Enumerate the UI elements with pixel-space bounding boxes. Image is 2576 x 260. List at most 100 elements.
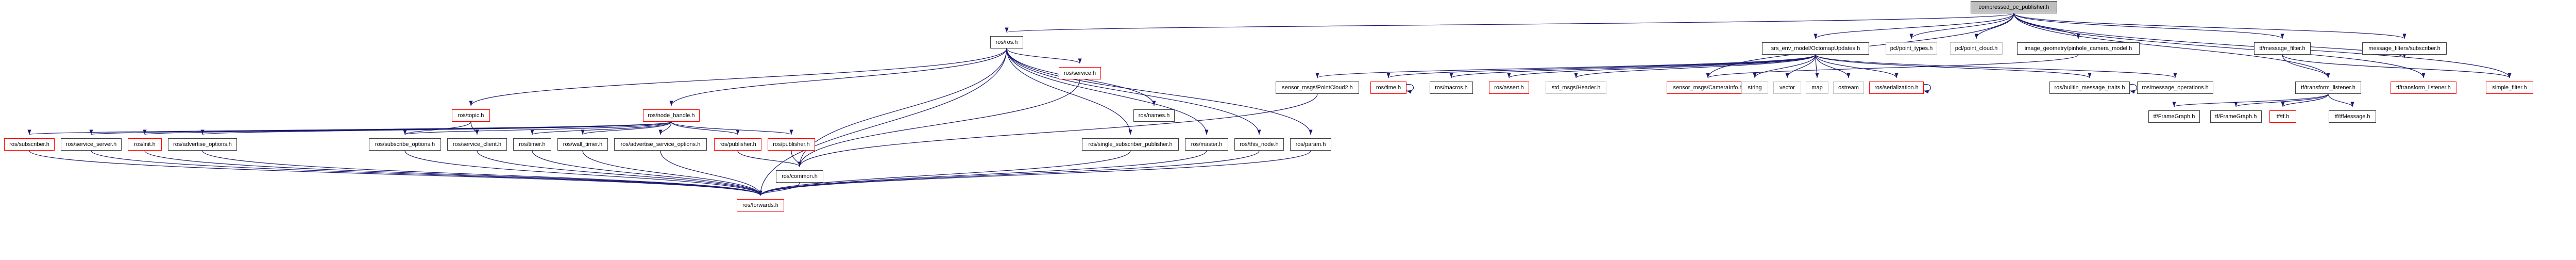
graph-node-ros-master-h[interactable]: ros/master.h: [1185, 138, 1228, 151]
graph-edge: [1706, 54, 2079, 78]
graph-node-ros-service-h[interactable]: ros/service.h: [1059, 67, 1101, 79]
graph-edge: [658, 121, 672, 135]
graph-node-ros-time-h[interactable]: ros/time.h: [1370, 82, 1406, 94]
graph-node-label: ros/time.h: [1376, 85, 1401, 91]
graph-node-ros-assert-h[interactable]: ros/assert.h: [1489, 82, 1529, 94]
graph-node-pcl-point-types-h[interactable]: pcl/point_types.h: [1886, 42, 1937, 55]
graph-node-ros-init-h[interactable]: ros/init.h: [128, 138, 162, 151]
graph-node-label: simple_filter.h: [2492, 85, 2527, 91]
graph-node-ros-macros-h[interactable]: ros/macros.h: [1430, 82, 1473, 94]
graph-node-label: ros/publisher.h: [773, 141, 810, 148]
graph-node-label: sensor_msgs/PointCloud2.h: [1282, 85, 1353, 91]
graph-node-ros-wall-timer-h[interactable]: ros/wall_timer.h: [557, 138, 608, 151]
graph-edge: [758, 150, 1260, 196]
graph-node-srs-env-model-octomapupdates-h[interactable]: srs_env_model/OctomapUpdates.h: [1762, 42, 1869, 55]
graph-node-label: map: [1811, 85, 1823, 91]
graph-node-map[interactable]: map: [1806, 82, 1828, 94]
graph-node-tf-transform-listener-h[interactable]: tf/transform_listener.h: [2391, 82, 2456, 94]
graph-node-sensor-msgs-pointcloud2-h[interactable]: sensor_msgs/PointCloud2.h: [1276, 82, 1359, 94]
graph-node-ros-serialization-h[interactable]: ros/serialization.h: [1869, 82, 1924, 94]
graph-node-ros-subscriber-h[interactable]: ros/subscriber.h: [4, 138, 55, 151]
graph-node-label: ros/init.h: [134, 141, 156, 148]
graph-edge: [477, 150, 762, 196]
graph-node-tf-framegraph-h[interactable]: tf/FrameGraph.h: [2210, 110, 2262, 123]
graph-node-tf-framegraph-h[interactable]: tf/FrameGraph.h: [2148, 110, 2200, 123]
graph-edge: [1386, 54, 1816, 78]
graph-node-ros-param-h[interactable]: ros/param.h: [1290, 138, 1331, 151]
graph-node-label: ros/service_server.h: [65, 141, 117, 148]
graph-node-label: ros/topic.h: [457, 112, 484, 119]
graph-edge: [202, 150, 762, 196]
graph-edge: [1785, 54, 1816, 78]
graph-node-label: image_geometry/pinhole_camera_model.h: [2024, 45, 2132, 52]
graph-node-tf-message-filter-h[interactable]: tf/message_filter.h: [2254, 42, 2311, 55]
graph-node-label: tf/FrameGraph.h: [2215, 113, 2257, 120]
graph-node-ros-single-subscriber-publisher-h[interactable]: ros/single_subscriber_publisher.h: [1082, 138, 1179, 151]
graph-node-ros-publisher-h[interactable]: ros/publisher.h: [768, 138, 815, 151]
graph-node-ros-forwards-h[interactable]: ros/forwards.h: [737, 199, 784, 212]
graph-edge: [2282, 54, 2512, 78]
graph-node-ros-service-client-h[interactable]: ros/service_client.h: [447, 138, 507, 151]
graph-edge: [1815, 54, 1899, 78]
graph-node-ros-topic-h[interactable]: ros/topic.h: [452, 109, 490, 122]
graph-node-ros-message-operations-h[interactable]: ros/message_operations.h: [2137, 82, 2213, 94]
graph-edge: [1574, 54, 1816, 78]
graph-edge: [1753, 54, 1816, 78]
graph-edge: [1909, 13, 2014, 39]
graph-edge: [403, 121, 672, 135]
graph-node-string[interactable]: string: [1741, 82, 1768, 94]
graph-node-image-geometry-pinhole-camera-model-h[interactable]: image_geometry/pinhole_camera_model.h: [2017, 42, 2140, 55]
graph-edge: [532, 150, 762, 196]
graph-edge: [2013, 13, 2406, 39]
graph-node-label: ros/node_handle.h: [648, 112, 695, 119]
graph-node-label: ros/names.h: [1138, 112, 1170, 119]
graph-node-vector[interactable]: vector: [1773, 82, 1801, 94]
graph-edge: [1449, 54, 1816, 78]
graph-node-ros-timer-h[interactable]: ros/timer.h: [513, 138, 551, 151]
graph-node-ros-node-handle-h[interactable]: ros/node_handle.h: [643, 109, 700, 122]
graph-node-ros-this-node-h[interactable]: ros/this_node.h: [1234, 138, 1284, 151]
graph-node-label: srs_env_model/OctomapUpdates.h: [1771, 45, 1860, 52]
graph-edge: [1005, 13, 2014, 33]
graph-node-label: ros/assert.h: [1494, 85, 1524, 91]
graph-edge: [1923, 84, 1931, 94]
graph-node-ros-builtin-message-traits-h[interactable]: ros/builtin_message_traits.h: [2049, 82, 2130, 94]
graph-node-simple-filter-h[interactable]: simple_filter.h: [2486, 82, 2533, 94]
graph-node-compressed-pc-publisher-h[interactable]: compressed_pc_publisher.h: [1971, 1, 2057, 13]
graph-node-ros-publisher-h[interactable]: ros/publisher.h: [714, 138, 761, 151]
graph-edge: [91, 150, 762, 196]
graph-node-pcl-point-cloud-h[interactable]: pcl/point_cloud.h: [1950, 42, 2003, 55]
graph-edge: [2281, 93, 2329, 107]
graph-node-tf-tf-h[interactable]: tf/tf.h: [2269, 110, 2296, 123]
graph-edge: [582, 150, 762, 196]
graph-edge: [404, 150, 762, 196]
graph-node-label: ostream: [1838, 85, 1859, 91]
graph-edge: [758, 150, 1207, 196]
graph-node-ostream[interactable]: ostream: [1833, 82, 1864, 94]
graph-node-sensor-msgs-camerainfo-h[interactable]: sensor_msgs/CameraInfo.h: [1667, 82, 1749, 94]
graph-node-ros-advertise-options-h[interactable]: ros/advertise_options.h: [168, 138, 237, 151]
graph-node-label: ros/wall_timer.h: [563, 141, 603, 148]
graph-node-ros-advertise-service-options-h[interactable]: ros/advertise_service_options.h: [614, 138, 707, 151]
graph-node-label: ros/master.h: [1191, 141, 1223, 148]
graph-node-label: message_filters/subscriber.h: [2368, 45, 2441, 52]
graph-node-message-filters-subscriber-h[interactable]: message_filters/subscriber.h: [2362, 42, 2447, 55]
graph-node-ros-subscribe-options-h[interactable]: ros/subscribe_options.h: [369, 138, 441, 151]
graph-edge: [737, 150, 802, 167]
graph-node-ros-common-h[interactable]: ros/common.h: [776, 170, 823, 183]
graph-node-ros-names-h[interactable]: ros/names.h: [1133, 109, 1175, 122]
graph-edge: [798, 93, 1318, 167]
graph-edge: [671, 121, 793, 135]
graph-node-label: ros/advertise_service_options.h: [620, 141, 701, 148]
graph-node-label: ros/common.h: [782, 173, 818, 180]
graph-node-label: ros/macros.h: [1435, 85, 1468, 91]
graph-edge: [2013, 13, 2284, 39]
graph-node-ros-ros-h[interactable]: ros/ros.h: [990, 36, 1023, 48]
graph-node-label: string: [1748, 85, 1762, 91]
graph-node-tf-tfmessage-h[interactable]: tf/tfMessage.h: [2329, 110, 2376, 123]
graph-edge: [1006, 48, 1132, 135]
graph-node-tf-transform-listener-h[interactable]: tf/transform_listener.h: [2295, 82, 2361, 94]
graph-node-ros-service-server-h[interactable]: ros/service_server.h: [61, 138, 122, 151]
graph-node-std-msgs-header-h[interactable]: std_msgs/Header.h: [1546, 82, 1606, 94]
